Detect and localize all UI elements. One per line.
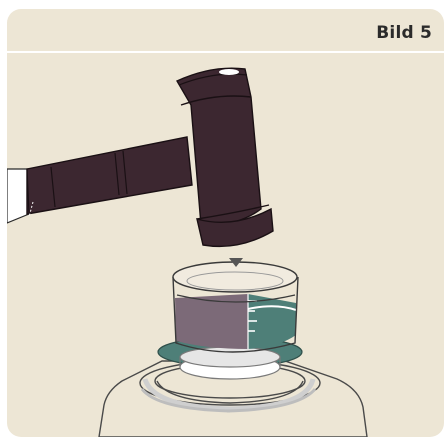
illustration-panel: Bild 5	[7, 9, 444, 437]
measuring-cup-illustration	[173, 258, 298, 352]
scene-illustration	[7, 9, 444, 437]
hammer-illustration	[7, 68, 273, 246]
